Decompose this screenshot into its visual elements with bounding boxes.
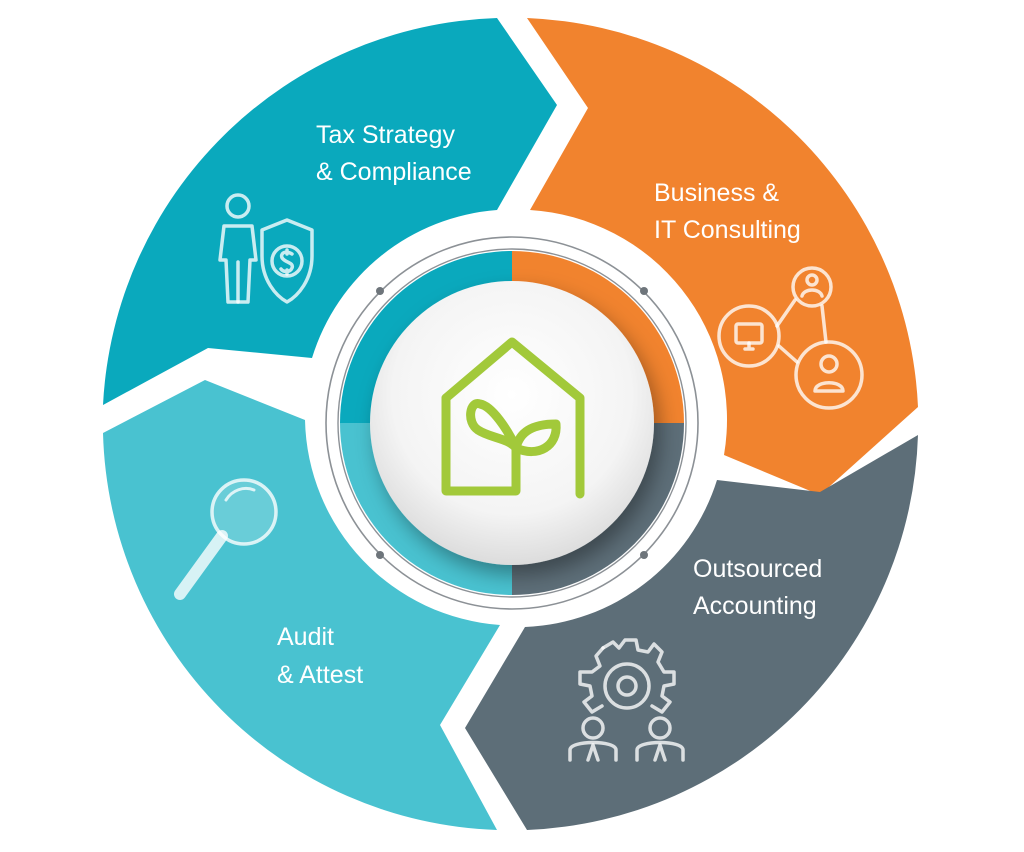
label-audit-line2: & Attest [277,661,363,689]
segment-audit-attest[interactable] [103,380,500,830]
center-disc-circle [370,281,654,565]
inner-ring-line [325,236,699,610]
label-tax-line2: & Compliance [316,158,472,186]
gear-team-icon [568,638,685,762]
center-disc [370,281,654,565]
ring-dot-nw [376,287,384,295]
ring-dot-sw [376,551,384,559]
ring-dots [376,287,648,559]
label-audit-line1: Audit [277,623,334,651]
magnifier-icon [174,478,278,600]
segment-labels: Tax Strategy & Compliance Business & IT … [277,121,822,689]
ring-dot-se [640,551,648,559]
label-outsourced-line1: Outsourced [693,555,822,583]
person-shield-dollar-icon [218,193,314,304]
inner-ring-inner-line [337,248,687,598]
segment-outsourced-accounting[interactable] [465,435,918,830]
label-business-line1: Business & [654,179,779,207]
label-outsourced-line2: Accounting [693,592,817,620]
ring-dot-ne [640,287,648,295]
segment-tax-strategy[interactable] [103,18,557,405]
segment-icons [174,193,864,762]
ring-segments [103,18,918,830]
label-tax-line1: Tax Strategy [316,121,455,149]
house-sprout-icon [441,337,585,499]
segment-business-it-consulting[interactable] [527,18,918,495]
label-business-line2: IT Consulting [654,216,801,244]
network-people-icon [717,266,864,410]
